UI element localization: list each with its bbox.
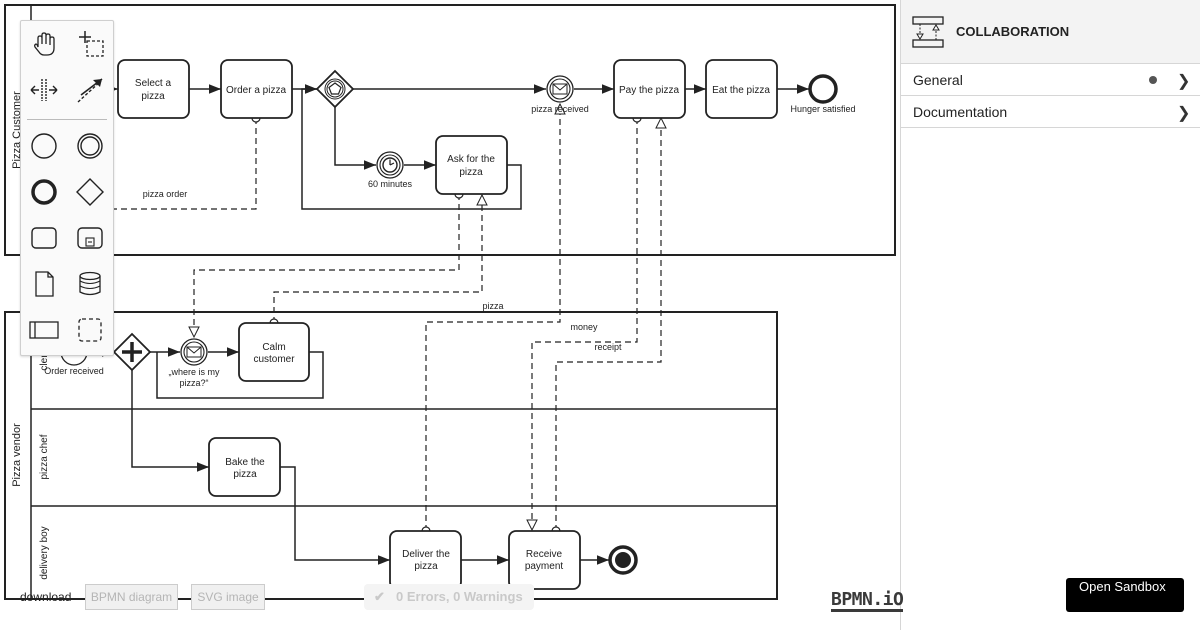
subprocess-icon[interactable] [73, 221, 107, 255]
pool-label-vendor: Pizza vendor [11, 423, 23, 487]
task-label: payment [525, 561, 564, 572]
properties-header: COLLABORATION [901, 0, 1200, 64]
parallel-gateway[interactable] [112, 332, 152, 372]
open-sandbox-button[interactable]: Open Sandbox [1066, 578, 1184, 612]
task-label: customer [253, 354, 295, 365]
task-label: Eat the pizza [712, 85, 770, 96]
group-icon[interactable] [73, 313, 107, 347]
check-icon: ✔ [374, 589, 385, 604]
task-shapes [117, 59, 778, 590]
event-label: Hunger satisfied [790, 104, 855, 114]
lane-label-delivery: delivery boy [39, 526, 50, 579]
hand-tool-icon[interactable] [27, 27, 61, 61]
group-label: Documentation [913, 104, 1008, 120]
chevron-right-icon: ❯ [1177, 73, 1191, 90]
message-flows [112, 104, 661, 531]
task-bake-pizza[interactable]: Bake the pizza [225, 457, 265, 480]
task-pay-pizza[interactable]: Pay the pizza [619, 85, 679, 96]
collaboration-icon [912, 16, 944, 48]
download-bpmn-button[interactable]: BPMN diagram [85, 584, 178, 610]
task-ask-for-pizza[interactable]: Ask for the pizza [447, 154, 495, 178]
properties-title: COLLABORATION [956, 24, 1070, 39]
event-label: „where is my [168, 367, 220, 377]
event-label: 60 minutes [368, 179, 413, 189]
task-eat-pizza[interactable]: Eat the pizza [712, 85, 770, 96]
task-calm-customer[interactable]: Calm customer [253, 342, 295, 365]
task-label: Deliver the [402, 549, 450, 560]
pool-pizza-customer[interactable]: Pizza Customer [4, 4, 896, 256]
diagram-canvas[interactable]: Pizza Customer Pizza vendor clerk pizza … [0, 0, 900, 630]
event-label: Order received [44, 366, 104, 376]
task-label: Select a [135, 78, 172, 89]
event-label: pizza received [531, 104, 589, 114]
message-label-money: money [570, 322, 598, 332]
end-event-icon[interactable] [27, 175, 61, 209]
lint-status-text: 0 Errors, 0 Warnings [396, 589, 523, 604]
start-event-icon[interactable] [27, 129, 61, 163]
lane-label-chef: pizza chef [39, 434, 50, 479]
event-based-gateway[interactable] [315, 69, 355, 109]
task-icon[interactable] [27, 221, 61, 255]
space-tool-icon[interactable] [27, 73, 61, 107]
bpmn-diagram-svg[interactable]: Pizza Customer Pizza vendor clerk pizza … [0, 0, 900, 630]
download-label: download [20, 590, 72, 604]
gateway-icon[interactable] [73, 175, 107, 209]
task-label: pizza [459, 167, 483, 178]
event-where-is-my-pizza[interactable]: „where is my pizza?“ [168, 338, 220, 388]
task-receive-payment[interactable]: Receive payment [525, 549, 564, 572]
data-store-icon[interactable] [73, 267, 107, 301]
event-label: pizza?“ [179, 378, 208, 388]
lasso-tool-icon[interactable] [73, 27, 107, 61]
event-pizza-received[interactable]: pizza received [531, 75, 589, 114]
task-label: Receive [526, 549, 563, 560]
task-label: Calm [262, 342, 285, 353]
end-event-hunger-satisfied[interactable]: Hunger satisfied [790, 74, 856, 114]
task-label: Pay the pizza [619, 85, 679, 96]
timer-event-60-minutes[interactable]: 60 minutes [368, 151, 413, 189]
task-order-pizza[interactable]: Order a pizza [226, 85, 286, 96]
task-label: Bake the [225, 457, 265, 468]
properties-panel: COLLABORATION General ❯ Documentation ❯ [900, 0, 1200, 630]
message-label-pizza: pizza [482, 301, 503, 311]
data-object-icon[interactable] [27, 267, 61, 301]
connect-tool-icon[interactable] [73, 73, 107, 107]
task-label: pizza [414, 561, 438, 572]
properties-group-documentation[interactable]: Documentation ❯ [901, 96, 1200, 128]
tool-palette [20, 20, 114, 356]
end-event-payment[interactable] [608, 545, 638, 575]
task-label: pizza [141, 91, 165, 102]
intermediate-event-icon[interactable] [73, 129, 107, 163]
linting-status[interactable]: ✔ 0 Errors, 0 Warnings [364, 584, 534, 610]
group-label: General [913, 72, 963, 88]
task-label: Ask for the [447, 154, 495, 165]
download-svg-button[interactable]: SVG image [191, 584, 265, 610]
pool-icon[interactable] [27, 313, 61, 347]
palette-separator [27, 119, 107, 120]
properties-group-general[interactable]: General ❯ [901, 64, 1200, 96]
message-label-pizza-order: pizza order [143, 189, 188, 199]
message-label-receipt: receipt [594, 342, 622, 352]
task-select-pizza[interactable]: Select a pizza [135, 78, 172, 102]
lane-label-clerk: clerk [39, 348, 50, 370]
bpmn-io-logo[interactable]: BPMN.iO [831, 589, 904, 612]
task-label: pizza [233, 469, 257, 480]
sequence-flows-customer [106, 84, 809, 210]
task-deliver-pizza[interactable]: Deliver the pizza [402, 549, 450, 572]
chevron-right-icon: ❯ [1177, 105, 1191, 122]
task-label: Order a pizza [226, 85, 286, 96]
data-marker-dot-icon [1149, 76, 1157, 84]
